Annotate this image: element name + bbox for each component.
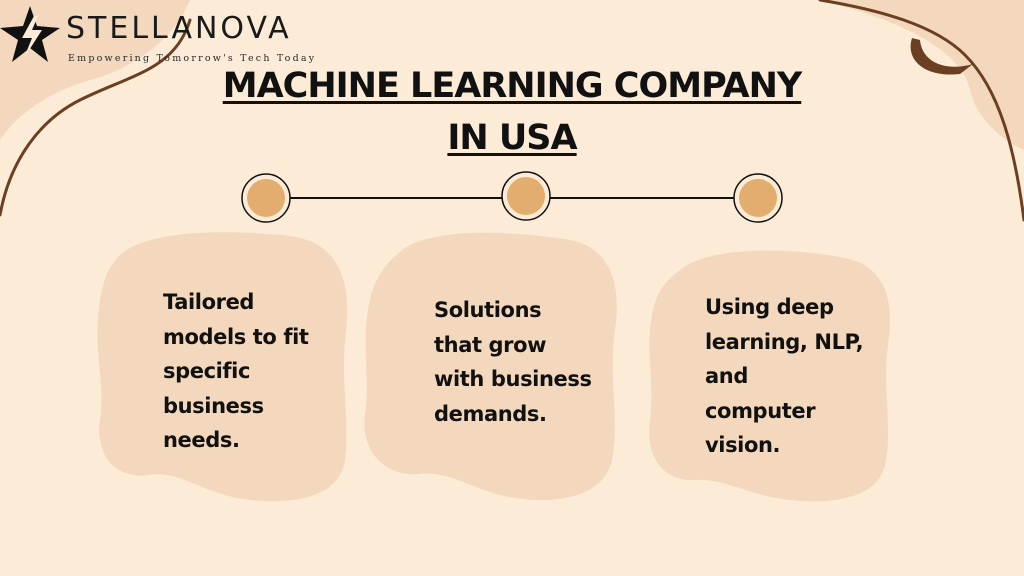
card-blob-2: [364, 232, 617, 501]
star-bolt-logo-icon: [0, 6, 60, 62]
corner-curve-top-left: [0, 18, 192, 217]
timeline-node-2: [501, 171, 551, 221]
card-text-3: Using deep learning, NLP, and computer v…: [705, 295, 864, 457]
card-text-1: Tailored models to fit specific business…: [163, 290, 309, 452]
brand-name: STELLANOVA: [66, 11, 292, 46]
card-blob-3: [649, 250, 891, 502]
corner-blob-top-right: [820, 0, 1024, 150]
page-title: MACHINE LEARNING COMPANY IN USA: [212, 60, 812, 164]
corner-curve-top-right: [818, 0, 1024, 222]
card-text-2: Solutions that grow with business demand…: [434, 298, 592, 426]
timeline-node-1: [241, 173, 291, 223]
timeline-node-3: [733, 173, 783, 223]
brand-tagline: Empowering Tomorrow's Tech Today: [68, 53, 317, 64]
brand-logo: STELLANOVA Empowering Tomorrow's Tech To…: [0, 0, 340, 72]
title-line-2: IN USA: [447, 118, 577, 158]
crescent-shape: [910, 38, 973, 75]
title-line-1: MACHINE LEARNING COMPANY: [222, 66, 803, 106]
card-blob-1: [97, 232, 348, 502]
